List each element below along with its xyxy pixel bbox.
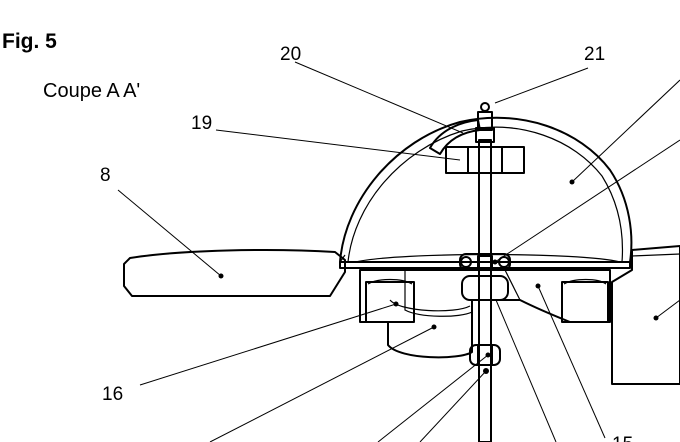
left-block (365, 278, 415, 323)
right-body (611, 245, 680, 385)
label-8: 8 (100, 165, 111, 186)
figure-subtitle: Coupe A A' (43, 80, 140, 102)
figure-title: Fig. 5 (2, 30, 57, 53)
dome (339, 116, 633, 263)
label-19: 19 (191, 113, 212, 134)
label-16: 16 (102, 384, 123, 405)
label-20: 20 (280, 44, 301, 65)
spring (461, 275, 509, 301)
right-block (561, 278, 609, 323)
left-blade (123, 249, 346, 297)
lever (429, 119, 481, 155)
coupling (459, 253, 511, 271)
label-15: 15 (612, 434, 633, 442)
nut (445, 146, 525, 174)
lower-collar (469, 344, 501, 374)
leader-lines (117, 61, 680, 442)
label-21: 21 (584, 44, 605, 65)
shaft (478, 139, 492, 442)
